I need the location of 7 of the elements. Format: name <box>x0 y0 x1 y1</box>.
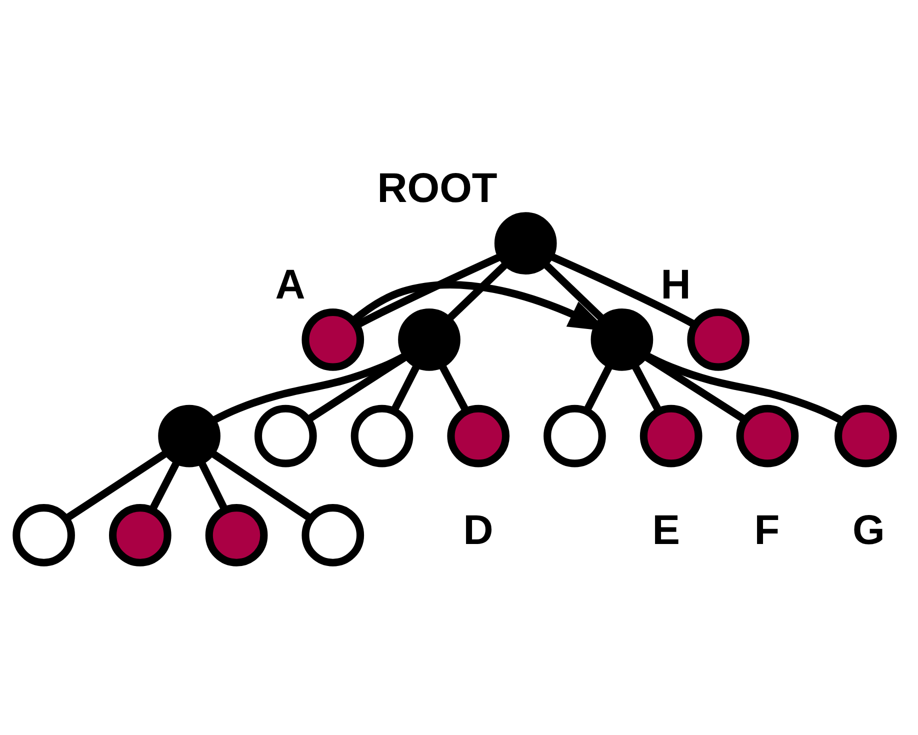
node-label: D <box>463 505 494 552</box>
node-label: A <box>275 260 306 307</box>
node-label: ROOT <box>377 163 498 210</box>
node-label: F <box>754 505 780 552</box>
node-label: H <box>660 260 691 307</box>
node-label: E <box>652 505 680 552</box>
node-label: G <box>852 505 885 552</box>
